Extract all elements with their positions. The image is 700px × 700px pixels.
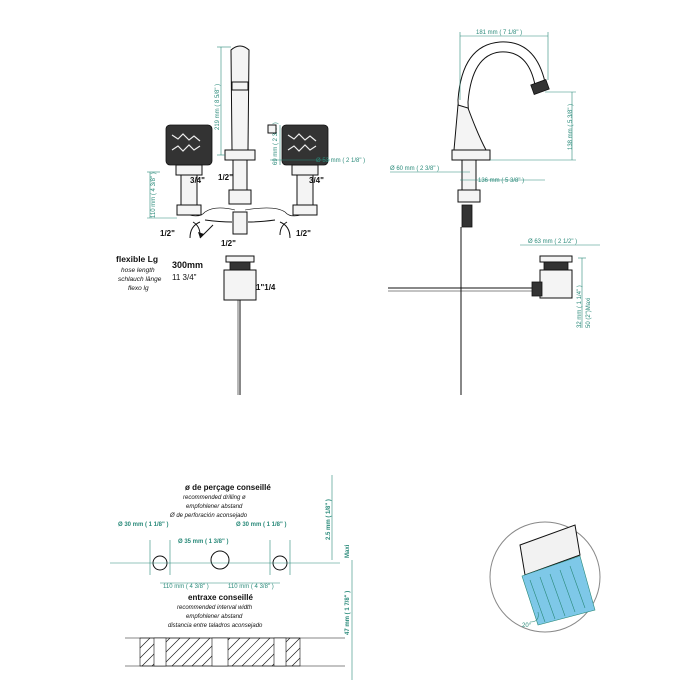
valve-length-dim: 110 mm ( 4 3/8" ) [151, 172, 157, 218]
spout-base [224, 149, 256, 161]
spray-detail: 20° [489, 521, 601, 633]
spacing-left-dim: 110 mm ( 4 3/8" ) [163, 584, 209, 590]
maxi-label: Maxi [345, 544, 351, 558]
v-bottom-dim: 47 mm ( 1 7/8" ) [345, 591, 351, 635]
hose-line-3: flexo lg [128, 285, 149, 292]
drain-nut [229, 261, 251, 271]
spout-nut [228, 189, 252, 205]
hole-center-dia: Ø 35 mm ( 1 3/8" ) [178, 539, 229, 545]
reach-dim: 181 mm ( 7 1/8" ) [476, 30, 522, 36]
drilling-line-3: Ø de perforación aconsejado [169, 513, 248, 519]
aerator-body [519, 524, 581, 576]
spacing-right-dim: 110 mm ( 4 3/8" ) [228, 584, 274, 590]
hose-title: flexible Lg [116, 254, 158, 264]
spout-body [230, 45, 250, 151]
hose-line-2: schlauch länge [118, 276, 162, 283]
spout-thread-label: 1/2" [218, 173, 233, 182]
drain-flange [225, 255, 255, 263]
left-thread-label: 3/4" [190, 176, 205, 185]
hose-center-thread: 1/2" [221, 239, 236, 248]
hose-line-1: hose length [121, 267, 155, 274]
spout-height-dim: 219 mm ( 8 5/8" ) [215, 84, 221, 130]
side-shank [461, 159, 477, 191]
hose-right-thread: 1/2" [296, 229, 311, 238]
base-dia-dim: Ø 60 mm ( 2 3/8" ) [390, 166, 439, 172]
drain-body [223, 269, 257, 301]
spray-angle: 20° [522, 623, 532, 629]
v-top-dim: 2.5 mm ( 1/8" ) [326, 499, 332, 540]
right-flange [291, 164, 319, 176]
front-view: 219 mm ( 8 5/8" ) 110 mm ( 4 3/8" ) 69 m… [116, 45, 365, 395]
side-base [451, 149, 491, 161]
side-inlet [461, 204, 473, 228]
drilling-title: ø de perçage conseillé [185, 483, 271, 492]
interval-title: entraxe conseillé [188, 593, 253, 602]
drain-dia-dim: Ø 63 mm ( 2 1/2" ) [528, 239, 577, 245]
interval-line-2: empfohlener abstand [186, 614, 243, 620]
hole-right-dia: Ø 30 mm ( 1 1/8" ) [236, 522, 287, 528]
drain-thread-label: 1"1/4 [256, 283, 276, 292]
side-spout [457, 41, 546, 151]
right-thread-label: 3/4" [309, 176, 324, 185]
deck-max-dim: 50 (2")Maxi [586, 298, 592, 328]
spout-collar [231, 81, 249, 91]
side-aerator [530, 79, 550, 95]
countertop-section [125, 637, 345, 667]
water-stream [521, 555, 596, 626]
interval-line-1: recommended interval width [177, 605, 253, 611]
side-view: 181 mm ( 7 1/8" ) 138 mm ( 5 3/8" ) Ø 60… [388, 30, 600, 395]
handle-dia-dim: Ø 53 mm ( 2 1/8" ) [316, 158, 365, 164]
hose-value-mm: 300mm [172, 260, 203, 270]
drilling-diagram: ø de perçage conseillé recommended drill… [110, 475, 353, 680]
drilling-line-1: recommended drilling ø [183, 495, 246, 501]
deck-thickness-dim: 32 mm ( 1 1/4" ) [577, 285, 583, 328]
left-flange [175, 164, 203, 176]
spout-shank [232, 159, 248, 191]
drilling-line-2: empfohlener abstand [186, 504, 243, 510]
spout-proj-dim: 136 mm ( 5 3/8" ) [478, 178, 524, 184]
handle-height-dim: 69 mm ( 2 3/4" ) [273, 122, 279, 165]
hose-value-in: 11 3/4" [172, 273, 197, 282]
right-valve-nut [292, 204, 318, 216]
hole-center [210, 550, 230, 570]
side-drain-body [539, 269, 573, 299]
mixing-tee [232, 211, 248, 235]
interval-line-3: distancia entre taladros aconsejado [168, 623, 263, 629]
outlet-height-dim: 138 mm ( 5 3/8" ) [568, 104, 574, 150]
hose-left-thread: 1/2" [160, 229, 175, 238]
side-spout-body [453, 104, 487, 151]
left-valve-nut [176, 204, 202, 216]
hole-left-dia: Ø 30 mm ( 1 1/8" ) [118, 522, 169, 528]
